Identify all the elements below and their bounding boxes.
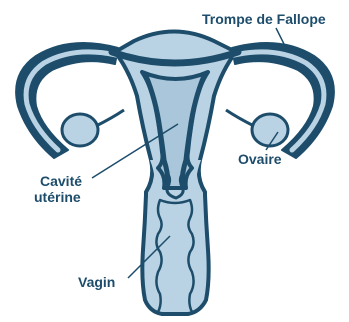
label-ovary: Ovaire bbox=[238, 151, 282, 167]
label-fallopian-tube: Trompe de Fallope bbox=[202, 11, 326, 27]
label-uterine-cavity-line1: Cavité bbox=[40, 173, 82, 189]
left-ovarian-ligament bbox=[96, 110, 124, 126]
label-uterine-cavity-line2: utérine bbox=[34, 189, 81, 205]
right-ovary bbox=[252, 114, 288, 146]
right-ovarian-ligament bbox=[226, 110, 254, 126]
label-vagina: Vagin bbox=[78, 274, 115, 290]
left-ovary bbox=[62, 114, 98, 146]
